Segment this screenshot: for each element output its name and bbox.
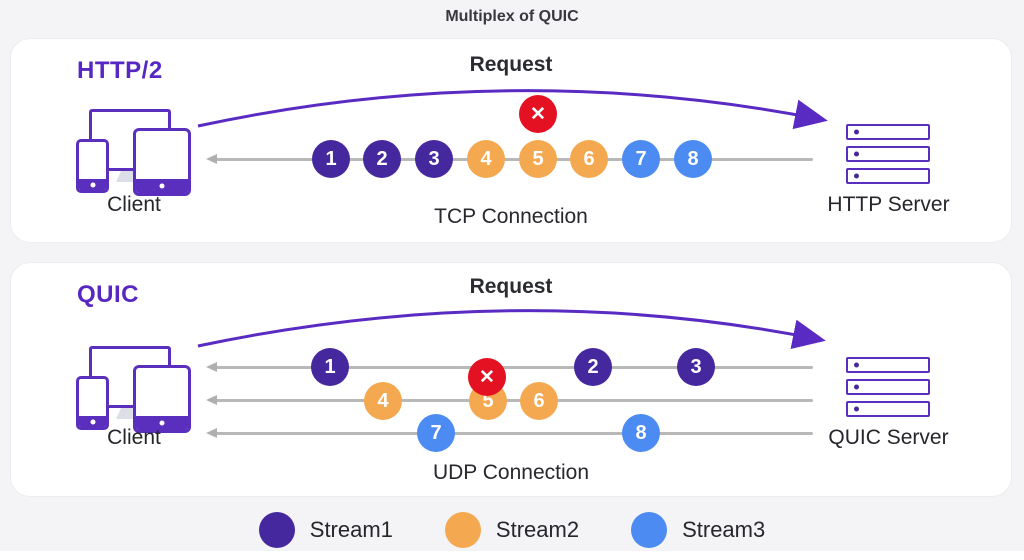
- packet-circle-3: 3: [415, 140, 453, 178]
- packet-circle-2: 2: [574, 348, 612, 386]
- phone-icon: [76, 139, 109, 193]
- phone-icon: [76, 376, 109, 430]
- monitor-stand: [116, 408, 144, 419]
- udp-stream-line-3: [206, 428, 813, 438]
- packet-circle-7: 7: [622, 140, 660, 178]
- udp-connection-label: UDP Connection: [432, 461, 590, 484]
- packet-circle-6: 6: [570, 140, 608, 178]
- packet-circle-8: 8: [622, 414, 660, 452]
- server-label: QUIC Server: [828, 426, 949, 449]
- stream3-legend-dot-icon: [631, 512, 668, 548]
- udp-stream-line-2: [206, 395, 813, 405]
- client-label: Client: [107, 193, 161, 216]
- server-rack-row: [846, 401, 930, 417]
- packet-circle-1: 1: [311, 348, 349, 386]
- server-rack-row: [846, 357, 930, 373]
- legend-label: Stream2: [495, 517, 580, 542]
- legend-label: Stream3: [682, 517, 766, 542]
- quic-protocol-label: QUIC: [77, 281, 139, 308]
- packet-circle-4: 4: [364, 382, 402, 420]
- monitor-stand: [116, 171, 144, 182]
- stream1-legend-dot-icon: [258, 512, 295, 548]
- tcp-connection-label: TCP Connection: [434, 205, 588, 228]
- client-label: Client: [107, 426, 161, 449]
- packet-circle-4: 4: [467, 140, 505, 178]
- legend-label: Stream1: [309, 517, 393, 542]
- server-rack-row: [846, 124, 930, 140]
- legend: Stream1 Stream2 Stream3: [0, 508, 1024, 552]
- packet-circle-1: 1: [312, 140, 350, 178]
- packet-circle-3: 3: [677, 348, 715, 386]
- http2-protocol-label: HTTP/2: [77, 57, 163, 84]
- packet-circle-8: 8: [674, 140, 712, 178]
- server-rack-row: [846, 146, 930, 162]
- error-icon: ✕: [519, 95, 557, 133]
- error-icon: ✕: [468, 358, 506, 396]
- legend-item-stream3: Stream3: [631, 512, 765, 548]
- packet-circle-6: 6: [520, 382, 558, 420]
- packet-circle-7: 7: [417, 414, 455, 452]
- server-icon: [846, 357, 930, 423]
- tablet-icon: [133, 365, 191, 433]
- tablet-icon: [133, 128, 191, 196]
- stream2-legend-dot-icon: [444, 512, 481, 548]
- quic-panel: QUIC Request 1 2 3 4 5 6 ✕ 7 8 Client QU…: [10, 262, 1012, 497]
- udp-stream-line-1: [206, 362, 813, 372]
- client-icon: [76, 109, 192, 197]
- legend-item-stream1: Stream1: [258, 512, 393, 548]
- packet-circle-2: 2: [363, 140, 401, 178]
- tcp-stream-line: [206, 154, 813, 164]
- server-icon: [846, 124, 930, 190]
- legend-item-stream2: Stream2: [444, 512, 580, 548]
- http2-request-label: Request: [469, 53, 553, 76]
- client-icon: [76, 346, 192, 434]
- packet-circle-5: 5: [519, 140, 557, 178]
- quic-request-label: Request: [469, 275, 553, 298]
- bottom-strip: [0, 551, 1024, 560]
- server-label: HTTP Server: [827, 193, 950, 216]
- page-title: Multiplex of QUIC: [445, 8, 579, 25]
- server-rack-row: [846, 168, 930, 184]
- server-rack-row: [846, 379, 930, 395]
- http2-panel: HTTP/2 Request ✕ 1 2 3 4 5 6 7 8 Client …: [10, 38, 1012, 243]
